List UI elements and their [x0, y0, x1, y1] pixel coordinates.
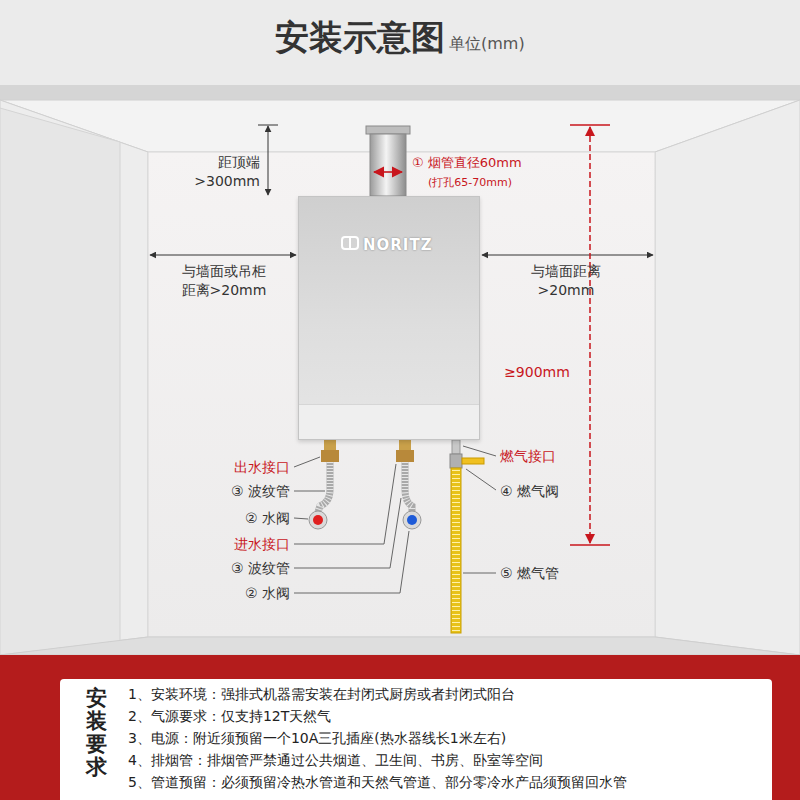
- requirement-line: 2、气源要求：仅支持12T天然气: [128, 706, 331, 726]
- dimension-tick: [570, 544, 610, 546]
- dimension-label: 距顶端 >300mm: [188, 153, 260, 191]
- part-label: ② 水阀: [245, 584, 290, 603]
- dimension-label: 与墙面或吊柜 距离>20mm: [176, 262, 272, 300]
- floor: [0, 637, 800, 655]
- right-distance-arrow: [482, 255, 653, 256]
- hot-water-outlet: [309, 440, 339, 529]
- dimension-label: 与墙面距离 >20mm: [526, 262, 606, 300]
- section-heading: 安装要求: [86, 687, 107, 779]
- flue-collar: [366, 126, 410, 134]
- top-distance-arrow: [268, 126, 269, 195]
- left-distance-arrow: [150, 255, 296, 256]
- dimension-tick: [570, 124, 610, 126]
- flue-note: (打孔65-70mm): [428, 176, 512, 191]
- part-label: ② 水阀: [245, 509, 290, 528]
- flue-note: ① 烟管直径60mm: [412, 154, 522, 172]
- requirement-line: 3、电源：附近须预留一个10A三孔插座(热水器线长1米左右): [128, 728, 506, 748]
- part-label: 出水接口: [234, 458, 290, 477]
- requirement-line: 4、排烟管：排烟管严禁通过公共烟道、卫生间、书房、卧室等空间: [128, 750, 543, 770]
- heater-bottom-panel: [299, 404, 479, 439]
- left-wall-section: [0, 108, 120, 655]
- height-dimension: [589, 127, 591, 543]
- water-heater: NORITZ: [298, 196, 480, 440]
- part-label: ④ 燃气阀: [500, 482, 559, 501]
- requirement-line: 1、安装环境：强排式机器需安装在封闭式厨房或者封闭式阳台: [128, 684, 515, 704]
- back-wall: [148, 152, 655, 637]
- part-label: ③ 波纹管: [231, 482, 290, 501]
- dimension-tick: [258, 125, 278, 126]
- requirements-band: 安装要求 1、安装环境：强排式机器需安装在封闭式厨房或者封闭式阳台2、气源要求：仅…: [0, 655, 800, 800]
- brand-logo-icon: [341, 236, 359, 250]
- right-wall: [655, 100, 800, 655]
- title: 安装示意图: [275, 15, 445, 61]
- dimension-label: ≥900mm: [504, 363, 570, 382]
- part-label: 进水接口: [234, 535, 290, 554]
- cold-water-inlet: [396, 440, 421, 529]
- part-label: ⑤ 燃气管: [500, 564, 559, 583]
- flue-pipe: [370, 134, 406, 196]
- part-label: 燃气接口: [500, 447, 556, 466]
- unit-note: 单位(mm): [449, 33, 525, 55]
- left-wall: [0, 100, 148, 655]
- requirement-line: 5、管道预留：必须预留冷热水管道和天然气管道、部分零冷水产品须预留回水管: [128, 772, 627, 792]
- part-label: ③ 波纹管: [231, 559, 290, 578]
- flue-diameter-arrow: [374, 171, 402, 173]
- room-frame: [0, 85, 800, 655]
- gas-connection: [450, 440, 484, 633]
- brand-logo-text: NORITZ: [363, 235, 433, 255]
- leader-lines: [294, 446, 496, 593]
